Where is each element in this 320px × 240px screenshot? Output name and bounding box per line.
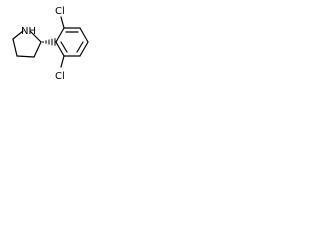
ring-bond-c5-n: [12, 30, 24, 40]
chemical-structure-diagram: NH Cl Cl: [12, 6, 89, 82]
chlorine-bottom-label: Cl: [55, 71, 65, 82]
aromatic-bond-4: [79, 41, 89, 57]
aromatic-bond-1: [55, 27, 65, 43]
nitrogen-label: NH: [21, 26, 36, 37]
chlorine-top-label: Cl: [55, 6, 65, 17]
ring-bond-c4-c5: [12, 38, 18, 57]
aromatic-bond-6: [55, 41, 65, 57]
aromatic-double-bond-2: [76, 41, 84, 53]
pyrrolidine-ring: [12, 30, 42, 58]
chlorine-bond-top: [60, 16, 65, 29]
chlorine-bond-bottom: [60, 55, 65, 68]
aromatic-double-bond-3: [60, 41, 68, 53]
stereo-wedge-bond: [42, 38, 56, 46]
ring-bond-n-c2: [29, 30, 42, 43]
aromatic-bond-3: [79, 27, 89, 43]
ring-bond-c3-c4: [16, 55, 35, 58]
benzene-ring: [55, 27, 89, 57]
ring-bond-c2-c3: [33, 41, 42, 58]
